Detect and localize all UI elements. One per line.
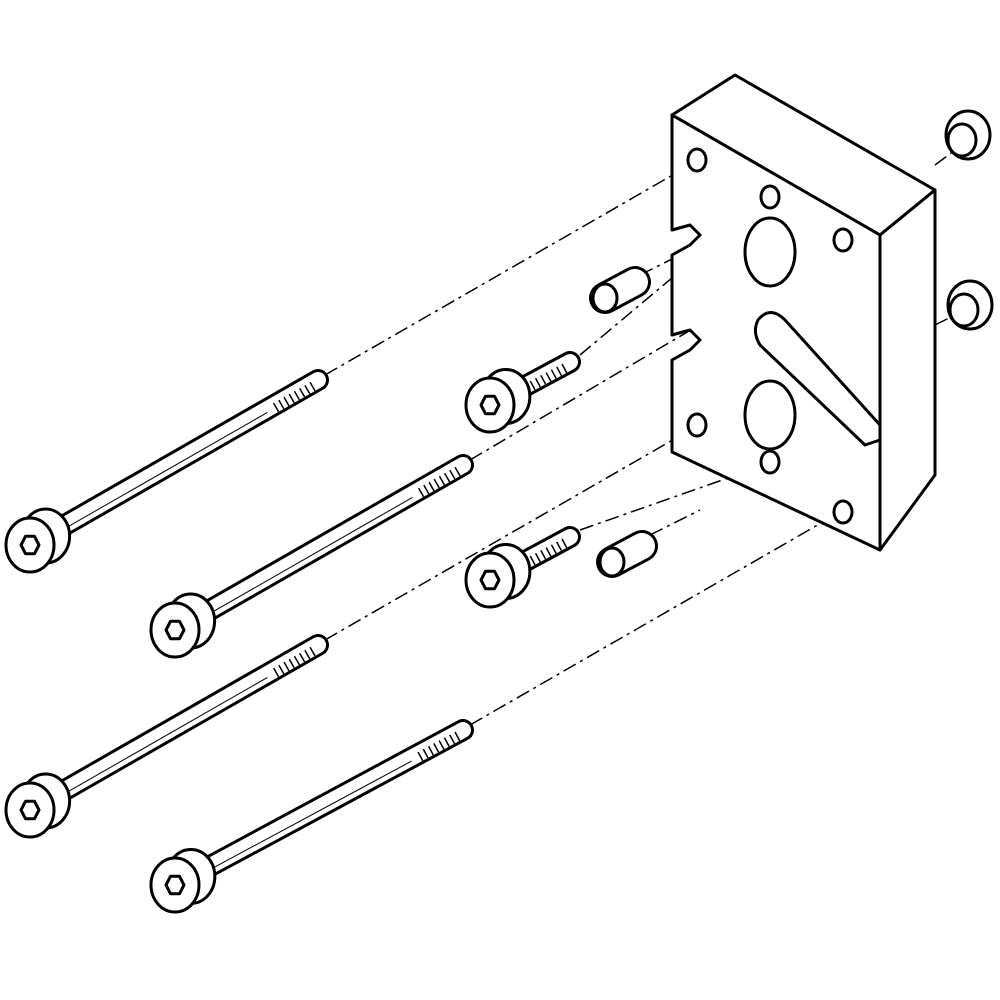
hex-socket-icon [19, 534, 41, 556]
thread-mark [304, 649, 311, 660]
centering-ring [946, 279, 994, 331]
thread-mark [443, 737, 450, 747]
thread-mark [444, 472, 451, 483]
plate-side-face [878, 188, 937, 552]
centering-pin [596, 530, 658, 578]
centering-ring [944, 109, 992, 161]
thread-mark [293, 390, 301, 401]
thread-mark [417, 487, 425, 498]
thread-mark [288, 658, 295, 669]
hex-socket-icon [164, 874, 186, 896]
thread-mark [550, 544, 557, 554]
thread-mark [438, 475, 446, 486]
thread-mark [433, 743, 440, 753]
thread-mark [454, 466, 461, 477]
thread-mark [556, 541, 563, 552]
thread-mark [417, 751, 424, 762]
upper-bore [743, 216, 797, 288]
thread-mark [534, 377, 541, 388]
thread-mark [272, 402, 280, 413]
thread-mark [288, 393, 295, 404]
centering-rings [944, 109, 994, 331]
thread-mark [561, 538, 568, 549]
thread-mark [556, 366, 563, 377]
screw-long [4, 634, 329, 839]
thread-mark [454, 731, 461, 742]
thread-mark [449, 469, 456, 480]
thread-mark [422, 748, 429, 759]
thread-mark [299, 387, 306, 398]
centering-pins [589, 266, 658, 578]
thread-mark [293, 655, 301, 666]
thread-mark [449, 734, 456, 745]
thread-mark [309, 381, 316, 392]
thread-mark [423, 484, 430, 495]
adapter-plate [670, 73, 937, 552]
thread-mark [545, 372, 552, 382]
thread-mark [529, 380, 536, 391]
screw-long [149, 454, 474, 659]
thread-mark [545, 547, 552, 557]
screw-short [464, 526, 581, 609]
centering-pin [589, 266, 651, 314]
thread-mark [427, 745, 434, 756]
thread-mark [540, 375, 547, 385]
thread-mark [534, 552, 541, 563]
screw-long [149, 719, 474, 914]
hex-socket-icon [479, 394, 501, 416]
thread-mark [529, 555, 536, 566]
thread-mark [309, 646, 316, 657]
screw-short [464, 351, 581, 434]
hex-socket-icon [479, 569, 501, 591]
thread-mark [272, 667, 280, 678]
thread-mark [299, 652, 306, 663]
mounting-holes [686, 147, 854, 525]
thread-mark [278, 399, 285, 410]
thread-mark [428, 481, 435, 492]
lower-bore [743, 379, 797, 451]
thread-mark [433, 478, 440, 489]
thread-mark [540, 550, 547, 560]
thread-mark [278, 664, 285, 675]
screw-long [4, 369, 329, 574]
thread-mark [283, 661, 290, 672]
thread-mark [438, 740, 445, 750]
thread-mark [304, 384, 311, 395]
thread-mark [561, 363, 568, 374]
thread-mark [550, 369, 557, 379]
socket-head-screws [4, 351, 581, 914]
hex-socket-icon [19, 799, 41, 821]
diagonal-slot [753, 311, 882, 447]
hex-socket-icon [164, 619, 186, 641]
thread-mark [283, 396, 290, 407]
